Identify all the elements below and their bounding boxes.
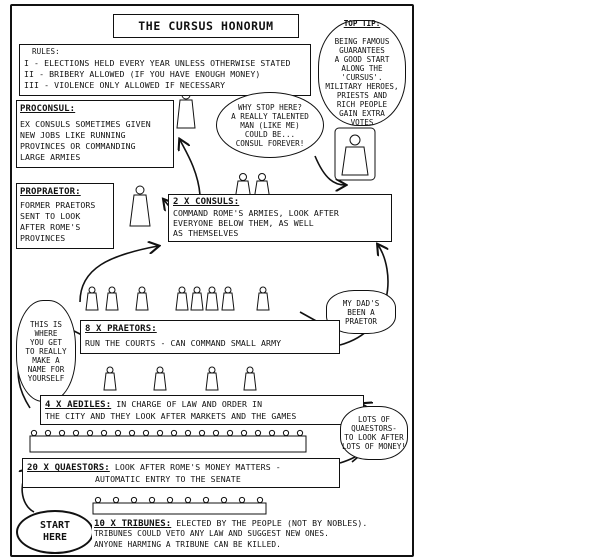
proconsul-box: PROCONSUL: EX CONSULS SOMETIMES GIVEN NE… <box>16 100 174 168</box>
consul-forever-text: WHY STOP HERE? A REALLY TALENTED MAN (LI… <box>231 102 309 148</box>
praetor-figures <box>85 286 270 311</box>
consuls-line: COMMAND ROME'S ARMIES, LOOK AFTER <box>173 208 339 218</box>
proconsul-line: EX CONSULS SOMETIMES GIVEN <box>20 119 151 129</box>
consuls-box: 2 x CONSULS: COMMAND ROME'S ARMIES, LOOK… <box>168 194 392 242</box>
tribunes-line: TRIBUNES COULD VETO ANY LAW AND SUGGEST … <box>94 529 329 538</box>
propraetor-line: SENT TO LOOK <box>20 211 81 221</box>
quaestor-figures <box>29 429 307 453</box>
tribunes-heading: 10 x TRIBUNES: <box>94 519 172 529</box>
tribunes-box: 10 x TRIBUNES: ELECTED BY THE PEOPLE (NO… <box>92 517 392 552</box>
propraetor-line: FORMER PRAETORS <box>20 200 96 210</box>
tribune-figures <box>92 496 267 515</box>
arrow-consul-forever <box>314 155 345 185</box>
rule-item: II - BRIBERY ALLOWED (IF YOU HAVE ENOUGH… <box>24 69 261 79</box>
proconsul-line: LARGE ARMIES <box>20 152 81 162</box>
quaestors-box: 20 x QUAESTORS: LOOK AFTER ROME'S MONEY … <box>22 458 340 488</box>
rules-box: RULES: I - ELECTIONS HELD EVERY YEAR UNL… <box>19 44 311 96</box>
quaestors-money-text: LOTS OF QUAESTORS- TO LOOK AFTER LOTS OF… <box>341 415 406 451</box>
proconsul-heading: PROCONSUL: <box>20 104 76 114</box>
propraetor-line: AFTER ROME'S <box>20 222 81 232</box>
propraetor-box: PROPRAETOR: FORMER PRAETORS SENT TO LOOK… <box>16 183 114 249</box>
aedile-figures <box>103 366 257 391</box>
dad-praetor-text: MY DAD'S BEEN A PRAETOR <box>342 298 380 326</box>
propraetor-heading: PROPRAETOR: <box>20 187 81 197</box>
aediles-line: THE CITY AND THEY LOOK AFTER MARKETS AND… <box>45 411 297 421</box>
tribunes-line: ANYONE HARMING A TRIBUNE CAN BE KILLED. <box>94 540 281 549</box>
rule-item: I - ELECTIONS HELD EVERY YEAR UNLESS OTH… <box>24 58 291 68</box>
page-title: THE CURSUS HONORUM <box>113 14 299 38</box>
top-tip-text: BEING FAMOUS GUARANTEES A GOOD START ALO… <box>325 37 399 127</box>
make-a-name-text: THIS IS WHERE YOU GET TO REALLY MAKE A N… <box>25 319 67 383</box>
start-here-bubble: START HERE <box>16 510 94 554</box>
praetors-box: 8 x PRAETORS: RUN THE COURTS - CAN COMMA… <box>80 320 340 354</box>
propraetor-line: PROVINCES <box>20 233 66 243</box>
consuls-line: AS THEMSELVES <box>173 228 239 238</box>
aediles-heading: 4 x AEDILES: <box>45 400 112 410</box>
quaestors-money-bubble: LOTS OF QUAESTORS- TO LOOK AFTER LOTS OF… <box>340 406 408 460</box>
top-tip-bubble: TOP TIP: BEING FAMOUS GUARANTEES A GOOD … <box>318 19 406 127</box>
praetors-heading: 8 x PRAETORS: <box>85 324 157 334</box>
make-a-name-bubble: THIS IS WHERE YOU GET TO REALLY MAKE A N… <box>16 300 76 402</box>
quaestors-line: LOOK AFTER ROME'S MONEY MATTERS - <box>114 462 281 472</box>
arrow-praetors-to-consuls-left <box>79 246 158 303</box>
aediles-line: IN CHARGE OF LAW AND ORDER IN <box>116 399 263 409</box>
arrow-consuls-to-proconsul <box>180 140 201 196</box>
proconsul-line: PROVINCES OR COMMANDING <box>20 141 136 151</box>
tribunes-line: ELECTED BY THE PEOPLE (NOT BY NOBLES). <box>176 518 368 528</box>
quaestors-heading: 20 x QUAESTORS: <box>27 463 110 473</box>
quaestors-line: AUTOMATIC ENTRY TO THE SENATE <box>95 474 241 484</box>
consuls-line: EVERYONE BELOW THEM, AS WELL <box>173 218 314 228</box>
start-here-text: START HERE <box>39 520 71 543</box>
praetors-text: RUN THE COURTS - CAN COMMAND SMALL ARMY <box>85 338 282 348</box>
proconsul-line: NEW JOBS LIKE RUNNING <box>20 130 126 140</box>
consuls-heading: 2 x CONSULS: <box>173 197 240 207</box>
top-tip-heading: TOP TIP: <box>343 19 381 28</box>
consul-forever-bubble: WHY STOP HERE? A REALLY TALENTED MAN (LI… <box>216 92 324 158</box>
aediles-box: 4 x AEDILES: IN CHARGE OF LAW AND ORDER … <box>40 395 364 425</box>
rules-heading: RULES: <box>32 47 60 56</box>
rule-item: III - VIOLENCE ONLY ALLOWED IF NECESSARY <box>24 80 226 90</box>
